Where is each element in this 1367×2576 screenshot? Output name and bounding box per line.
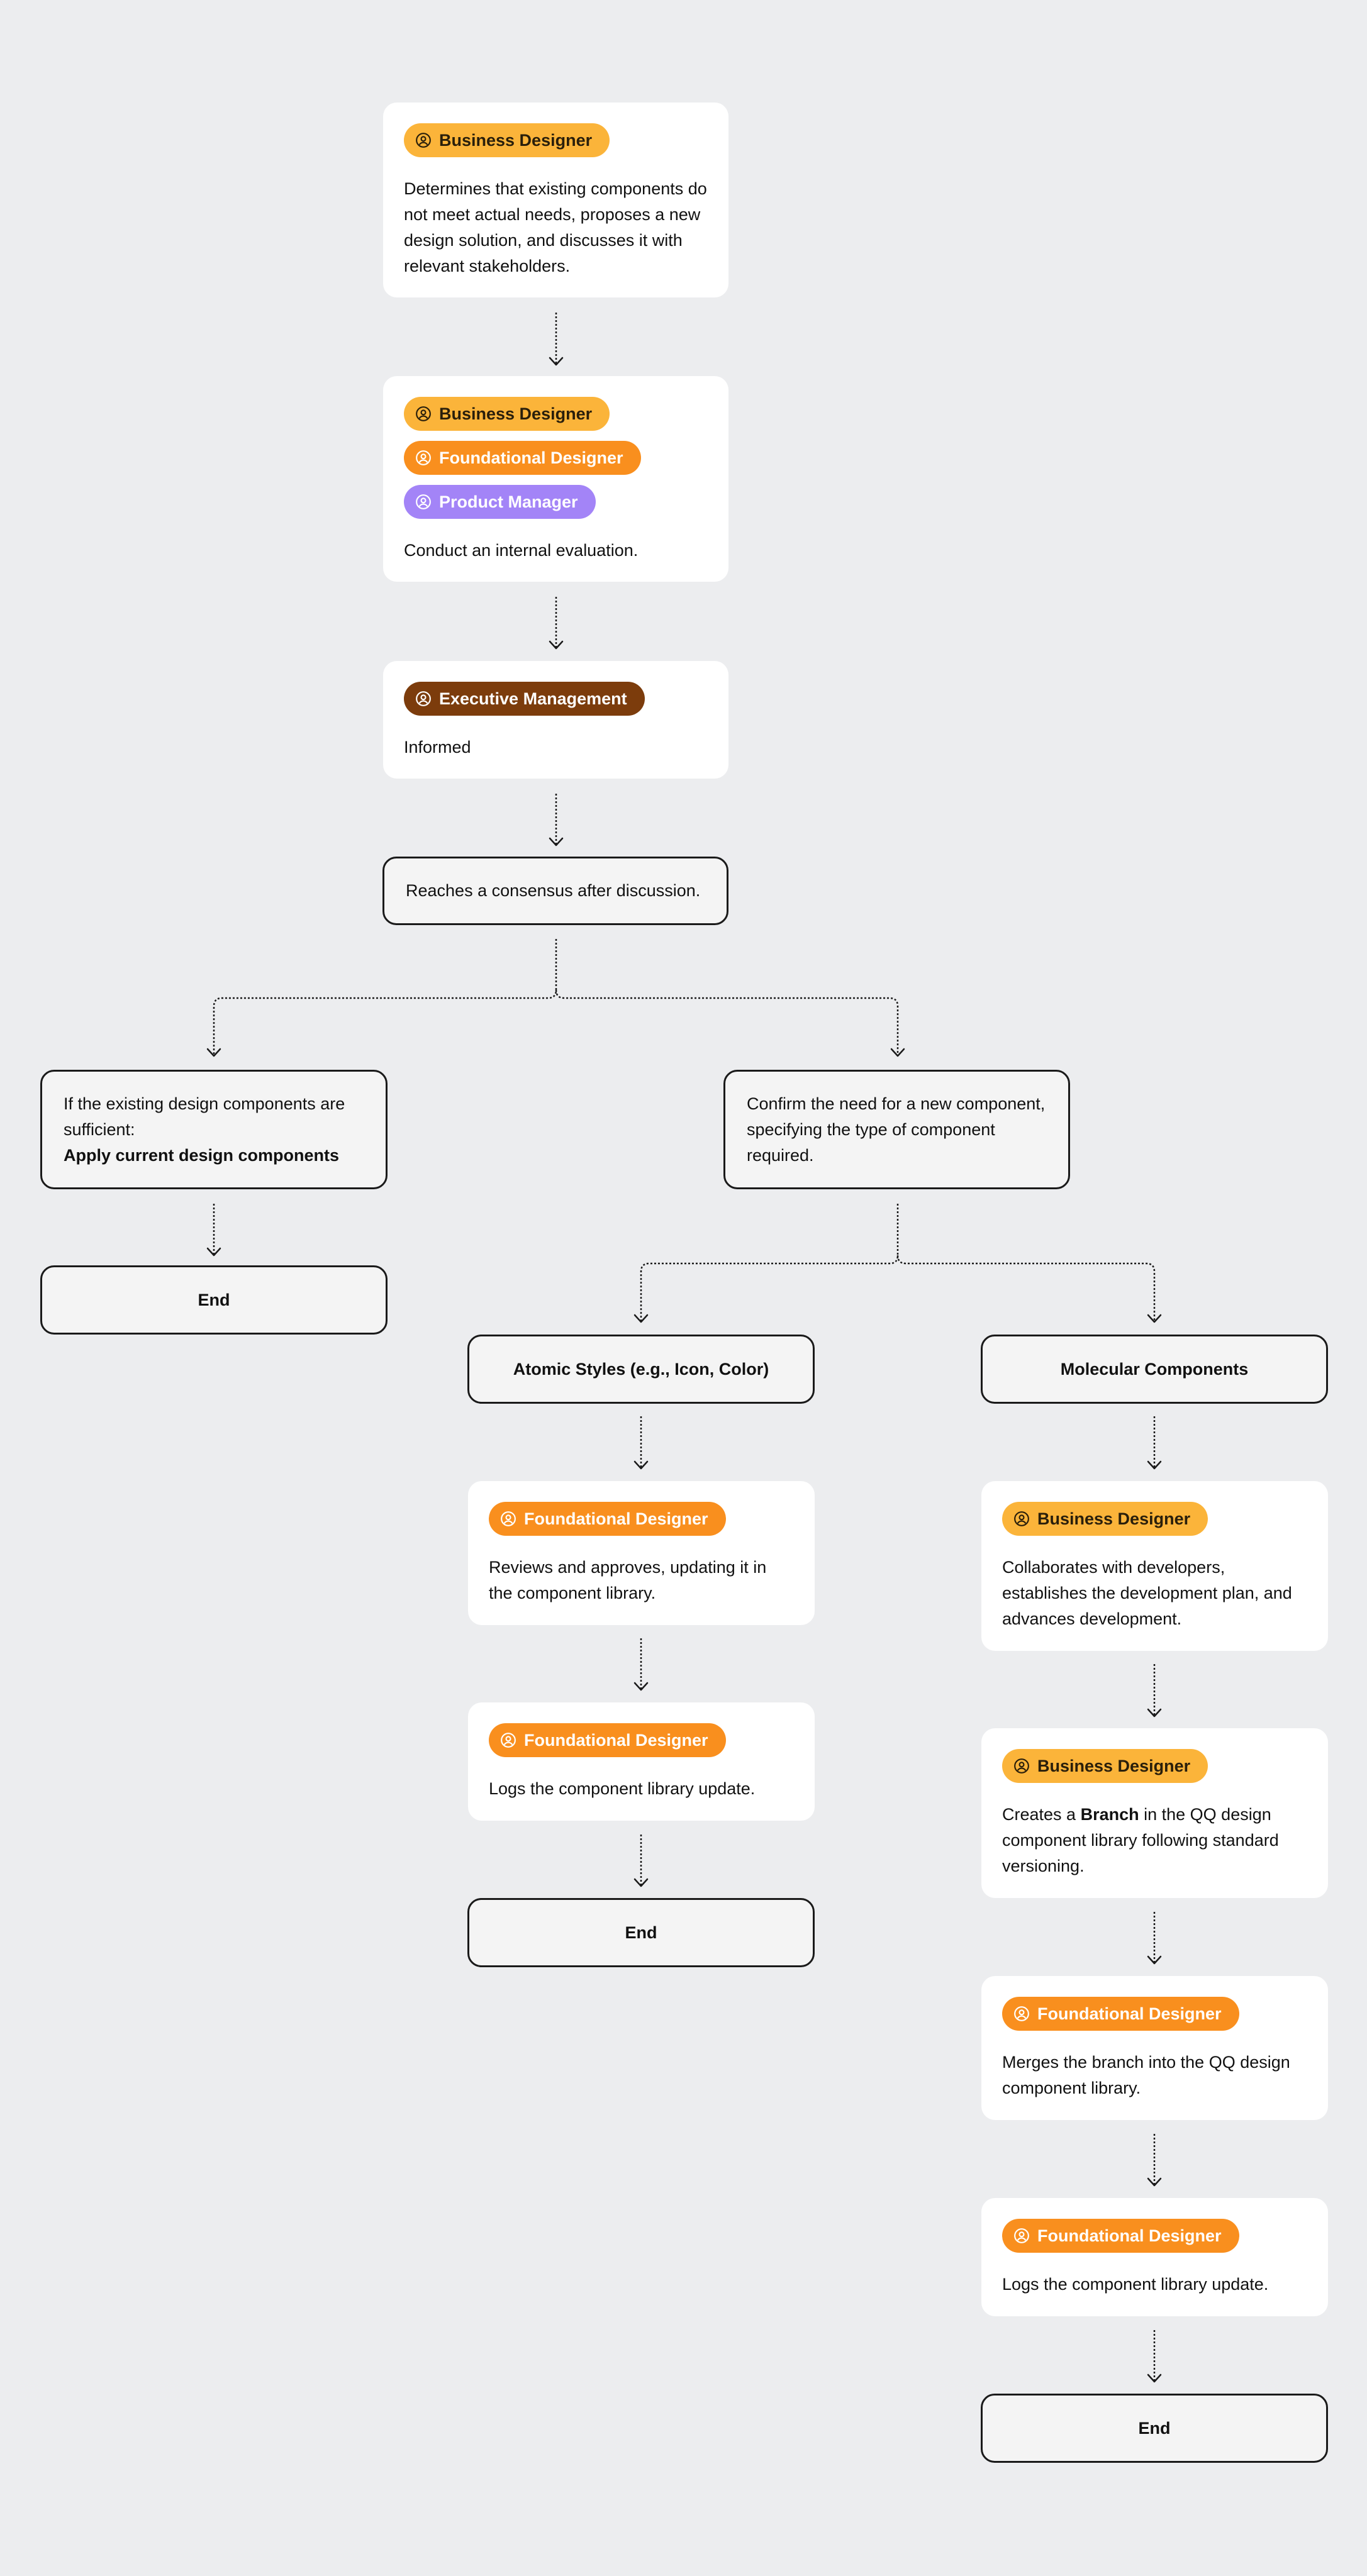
- arrow-down-icon: [633, 1878, 649, 1887]
- role-label: Foundational Designer: [524, 1509, 708, 1528]
- arrow-down-icon: [890, 1048, 905, 1057]
- role-badge-business-designer: Business Designer: [1002, 1502, 1208, 1536]
- molecular-merge-card: Foundational Designer Merges the branch …: [981, 1976, 1328, 2120]
- confirm-need-text: Confirm the need for a new component, sp…: [747, 1094, 1046, 1165]
- role-badge-foundational-designer: Foundational Designer: [489, 1723, 726, 1757]
- arrow-down-icon: [633, 1314, 649, 1323]
- atomic-log-card: Foundational Designer Logs the component…: [468, 1702, 815, 1821]
- user-circle-icon: [415, 494, 432, 510]
- role-label: Business Designer: [439, 130, 593, 150]
- consensus-text: Reaches a consensus after discussion.: [406, 881, 701, 900]
- branch-text-post: in the QQ design component library follo…: [1002, 1805, 1279, 1875]
- role-badge-business-designer: Business Designer: [1002, 1749, 1208, 1783]
- molecular-collab-card: Business Designer Collaborates with deve…: [981, 1481, 1328, 1651]
- step-description: Creates a Branch in the QQ design compon…: [1002, 1802, 1307, 1879]
- arrow-down-icon: [633, 1460, 649, 1470]
- arrow-down-icon: [1147, 1708, 1162, 1718]
- confirm-need-box: Confirm the need for a new component, sp…: [723, 1070, 1070, 1189]
- end-box-molecular: End: [981, 2394, 1328, 2463]
- step-description: Merges the branch into the QQ design com…: [1002, 2053, 1290, 2097]
- arrow-down-icon: [1147, 2373, 1162, 2383]
- connector-line: [640, 1204, 899, 1321]
- role-badge-executive-management: Executive Management: [404, 682, 645, 716]
- atomic-styles-box: Atomic Styles (e.g., Icon, Color): [467, 1335, 815, 1404]
- condition-text: If the existing design components are su…: [64, 1094, 345, 1139]
- branch-text-pre: Creates a: [1002, 1805, 1076, 1824]
- user-circle-icon: [415, 691, 432, 707]
- step-description: Logs the component library update.: [1002, 2275, 1269, 2294]
- role-badge-product-manager: Product Manager: [404, 485, 596, 519]
- end-box-atomic: End: [467, 1898, 815, 1967]
- role-label: Foundational Designer: [439, 448, 623, 467]
- connector-line: [555, 989, 899, 1055]
- existing-sufficient-text: If the existing design components are su…: [64, 1091, 364, 1169]
- existing-sufficient-box: If the existing design components are su…: [40, 1070, 388, 1189]
- arrow-down-icon: [1147, 2177, 1162, 2187]
- role-label: Executive Management: [439, 689, 627, 708]
- action-text: Apply current design components: [64, 1145, 340, 1165]
- step-description: Determines that existing components do n…: [404, 179, 707, 275]
- user-circle-icon: [415, 406, 432, 422]
- user-circle-icon: [1013, 1511, 1030, 1527]
- step-evaluate-card: Business Designer Foundational Designer …: [383, 376, 728, 582]
- step-description: Reviews and approves, updating it in the…: [489, 1558, 767, 1602]
- user-circle-icon: [500, 1732, 516, 1748]
- role-badge-foundational-designer: Foundational Designer: [404, 441, 641, 475]
- molecular-components-box: Molecular Components: [981, 1335, 1328, 1404]
- end-label: End: [1138, 2418, 1171, 2438]
- arrow-down-icon: [549, 837, 564, 847]
- end-box-left: End: [40, 1265, 388, 1335]
- molecular-log-card: Foundational Designer Logs the component…: [981, 2198, 1328, 2316]
- connector-line: [896, 1255, 1156, 1321]
- user-circle-icon: [1013, 1758, 1030, 1774]
- role-label: Foundational Designer: [524, 1730, 708, 1750]
- atomic-label: Atomic Styles (e.g., Icon, Color): [513, 1359, 769, 1379]
- atomic-review-card: Foundational Designer Reviews and approv…: [468, 1481, 815, 1625]
- step-informed-card: Executive Management Informed: [383, 661, 728, 779]
- arrow-down-icon: [633, 1682, 649, 1691]
- arrow-down-icon: [549, 640, 564, 650]
- role-label: Product Manager: [439, 492, 578, 511]
- branch-keyword: Branch: [1080, 1805, 1139, 1824]
- user-circle-icon: [1013, 2228, 1030, 2244]
- role-label: Business Designer: [1037, 1509, 1191, 1528]
- arrow-down-icon: [206, 1247, 221, 1257]
- role-badge-foundational-designer: Foundational Designer: [489, 1502, 726, 1536]
- step-description: Informed: [404, 738, 471, 757]
- end-label: End: [625, 1923, 657, 1942]
- molecular-branch-card: Business Designer Creates a Branch in th…: [981, 1728, 1328, 1898]
- role-badge-business-designer: Business Designer: [404, 123, 610, 157]
- user-circle-icon: [415, 132, 432, 148]
- user-circle-icon: [1013, 2006, 1030, 2022]
- end-label: End: [198, 1290, 230, 1309]
- arrow-down-icon: [549, 357, 564, 366]
- role-label: Foundational Designer: [1037, 2004, 1222, 2023]
- consensus-box: Reaches a consensus after discussion.: [382, 857, 728, 925]
- arrow-down-icon: [1147, 1460, 1162, 1470]
- role-label: Foundational Designer: [1037, 2226, 1222, 2245]
- arrow-down-icon: [1147, 1955, 1162, 1965]
- step-description: Collaborates with developers, establishe…: [1002, 1558, 1292, 1628]
- role-badge-business-designer: Business Designer: [404, 397, 610, 431]
- step-description: Conduct an internal evaluation.: [404, 541, 639, 560]
- role-badge-foundational-designer: Foundational Designer: [1002, 1997, 1239, 2031]
- role-badge-foundational-designer: Foundational Designer: [1002, 2219, 1239, 2253]
- role-label: Business Designer: [439, 404, 593, 423]
- connector-line: [213, 939, 557, 1055]
- role-label: Business Designer: [1037, 1756, 1191, 1775]
- step-propose-card: Business Designer Determines that existi…: [383, 103, 728, 297]
- user-circle-icon: [415, 450, 432, 466]
- arrow-down-icon: [206, 1048, 221, 1057]
- molecular-label: Molecular Components: [1060, 1359, 1249, 1379]
- user-circle-icon: [500, 1511, 516, 1527]
- arrow-down-icon: [1147, 1314, 1162, 1323]
- step-description: Logs the component library update.: [489, 1779, 756, 1798]
